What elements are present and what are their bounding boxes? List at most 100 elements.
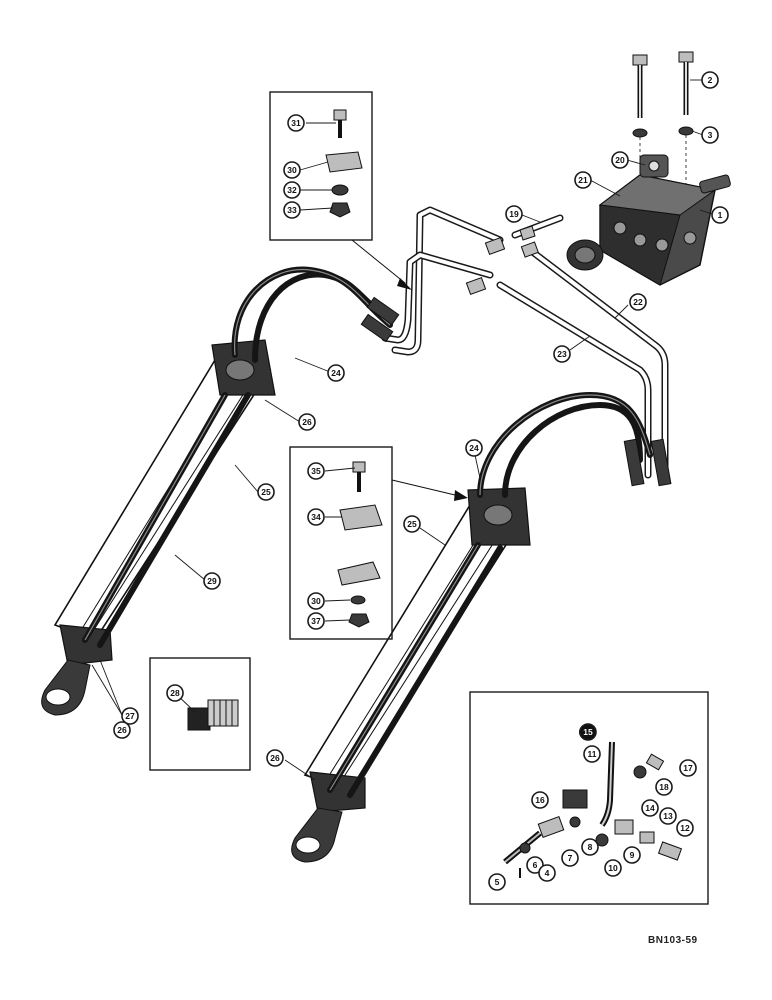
svg-text:12: 12	[680, 823, 690, 833]
lock-washer	[350, 595, 366, 605]
svg-text:30: 30	[287, 165, 297, 175]
callout-25-left: 25	[257, 483, 275, 501]
callout-28: 28	[166, 684, 184, 702]
callout-8: 8	[581, 838, 599, 856]
hex-nut	[329, 202, 351, 218]
svg-text:15: 15	[583, 727, 593, 737]
callout-23: 23	[553, 345, 571, 363]
svg-text:8: 8	[588, 842, 593, 852]
callout-24-left: 24	[327, 364, 345, 382]
svg-text:2: 2	[708, 75, 713, 85]
callout-33: 33	[283, 201, 301, 219]
callout-9: 9	[623, 846, 641, 864]
callout-19: 19	[505, 205, 523, 223]
svg-text:3: 3	[708, 130, 713, 140]
svg-text:21: 21	[578, 175, 588, 185]
left-cylinder	[41, 266, 400, 716]
svg-text:23: 23	[557, 349, 567, 359]
hose-fitting	[623, 438, 672, 487]
callout-22: 22	[629, 293, 647, 311]
callout-24-right: 24	[465, 439, 483, 457]
clamp-plate-lower	[337, 561, 381, 586]
callout-26-right: 26	[266, 749, 284, 767]
cap-screw	[352, 461, 366, 492]
mounting-bolt	[632, 51, 694, 118]
svg-text:26: 26	[302, 417, 312, 427]
inset-clamp-upper	[269, 91, 412, 290]
callout-14: 14	[641, 799, 659, 817]
rod-end-eye	[291, 807, 343, 863]
svg-text:33: 33	[287, 205, 297, 215]
svg-text:6: 6	[533, 860, 538, 870]
clamp-plate	[339, 504, 383, 531]
clamp-plate	[325, 151, 363, 173]
hex-nut	[348, 613, 370, 628]
callout-31: 31	[287, 114, 305, 132]
lock-washer	[331, 184, 349, 196]
svg-text:10: 10	[608, 863, 618, 873]
control-valve	[566, 51, 731, 286]
callout-4: 4	[538, 864, 556, 882]
lever-bracket	[562, 789, 588, 809]
callout-18: 18	[655, 778, 673, 796]
callout-32: 32	[283, 181, 301, 199]
svg-text:24: 24	[331, 368, 341, 378]
svg-text:11: 11	[588, 749, 597, 759]
callout-2: 2	[701, 71, 719, 89]
callout-21: 21	[574, 171, 592, 189]
svg-text:17: 17	[683, 763, 693, 773]
callout-29: 29	[203, 572, 221, 590]
catalog-number: BN103-59	[648, 935, 698, 946]
svg-text:27: 27	[125, 711, 135, 721]
svg-text:31: 31	[291, 118, 301, 128]
svg-text:25: 25	[407, 519, 417, 529]
svg-text:26: 26	[270, 753, 280, 763]
svg-text:37: 37	[311, 616, 321, 626]
callout-11: 11	[583, 745, 601, 763]
callout-13: 13	[659, 807, 677, 825]
callout-30-lower: 30	[307, 592, 325, 610]
svg-text:5: 5	[495, 877, 500, 887]
callout-10: 10	[604, 859, 622, 877]
callout-26-left: 26	[298, 413, 316, 431]
valve-tube-10	[511, 214, 564, 241]
svg-text:22: 22	[633, 297, 643, 307]
rod-end-eye	[41, 659, 91, 716]
leader-lines	[91, 79, 713, 781]
callout-6: 6	[526, 856, 544, 874]
callout-5: 5	[488, 873, 506, 891]
inset-linkage	[469, 691, 709, 905]
callout-12: 12	[676, 819, 694, 837]
svg-text:30: 30	[311, 596, 321, 606]
callout-16: 16	[531, 791, 549, 809]
cap-screw	[333, 109, 347, 138]
tube-23	[381, 251, 652, 479]
svg-text:28: 28	[170, 688, 180, 698]
svg-text:35: 35	[311, 466, 321, 476]
svg-text:29: 29	[207, 576, 217, 586]
svg-text:1: 1	[718, 210, 723, 220]
callout-20: 20	[611, 151, 629, 169]
callout-25-right: 25	[403, 515, 421, 533]
svg-text:25: 25	[261, 487, 271, 497]
callout-1: 1	[711, 206, 729, 224]
hose-fitting	[360, 296, 400, 343]
svg-text:34: 34	[311, 512, 321, 522]
callout-30-upper: 30	[283, 161, 301, 179]
svg-text:26: 26	[117, 725, 127, 735]
svg-text:14: 14	[645, 803, 655, 813]
callout-15: 15	[579, 723, 597, 741]
svg-text:18: 18	[659, 782, 669, 792]
callout-3: 3	[701, 126, 719, 144]
svg-text:4: 4	[545, 868, 550, 878]
svg-text:20: 20	[615, 155, 625, 165]
inset-fitting	[149, 657, 251, 771]
svg-text:7: 7	[568, 853, 573, 863]
svg-text:9: 9	[630, 850, 635, 860]
callout-26-bottom: 26	[113, 721, 131, 739]
callout-27: 27	[121, 707, 139, 725]
callout-37: 37	[307, 612, 325, 630]
tube-nuts	[465, 236, 539, 296]
right-cylinder	[291, 391, 672, 863]
